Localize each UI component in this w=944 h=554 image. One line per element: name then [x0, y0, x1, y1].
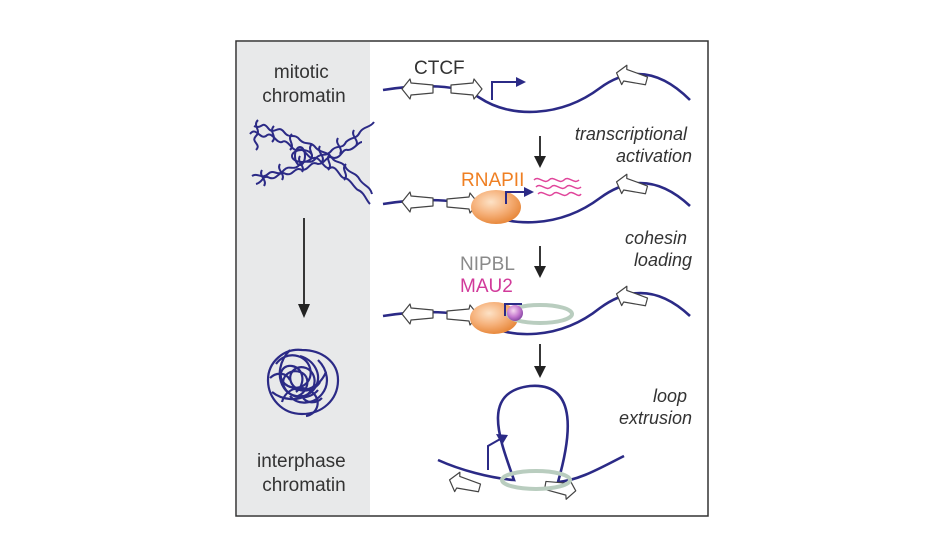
- transcriptional-activation-label: transcriptional activation: [575, 124, 692, 166]
- tss-arrow-row2: [505, 187, 534, 204]
- tss-arrow-row4: [487, 434, 508, 470]
- rnapii-label: RNAPII: [461, 170, 524, 191]
- tss-arrow-row3: [504, 303, 522, 316]
- cohesin-ring-loop: [500, 469, 572, 491]
- down-arrow-2: [534, 246, 546, 278]
- down-arrow-3: [534, 344, 546, 378]
- nipbl-label: NIPBL: [460, 254, 515, 275]
- left-down-arrow: [298, 218, 310, 318]
- mitotic-label: mitotic chromatin: [262, 62, 345, 107]
- down-arrow-1: [534, 136, 546, 168]
- mitotic-chromosome: [249, 119, 375, 205]
- nipbl-mau2-complex: [507, 305, 523, 321]
- loop-extrusion-label: loop extrusion: [619, 386, 692, 428]
- chromatin-fiber-row2: [382, 181, 691, 224]
- mau2-label: MAU2: [460, 276, 513, 297]
- ctcf-label: CTCF: [414, 58, 465, 79]
- cohesin-loading-label: cohesin loading: [625, 228, 692, 270]
- nascent-rna-icon: [533, 177, 582, 197]
- interphase-chromatin-tangle: [266, 348, 340, 418]
- rnapii-complex: [471, 190, 521, 224]
- tss-arrow-row1: [491, 77, 526, 100]
- interphase-label: interphase chromatin: [257, 451, 351, 496]
- chromatin-fiber-row3: [382, 291, 691, 336]
- chromatin-fiber-row1: [382, 72, 691, 114]
